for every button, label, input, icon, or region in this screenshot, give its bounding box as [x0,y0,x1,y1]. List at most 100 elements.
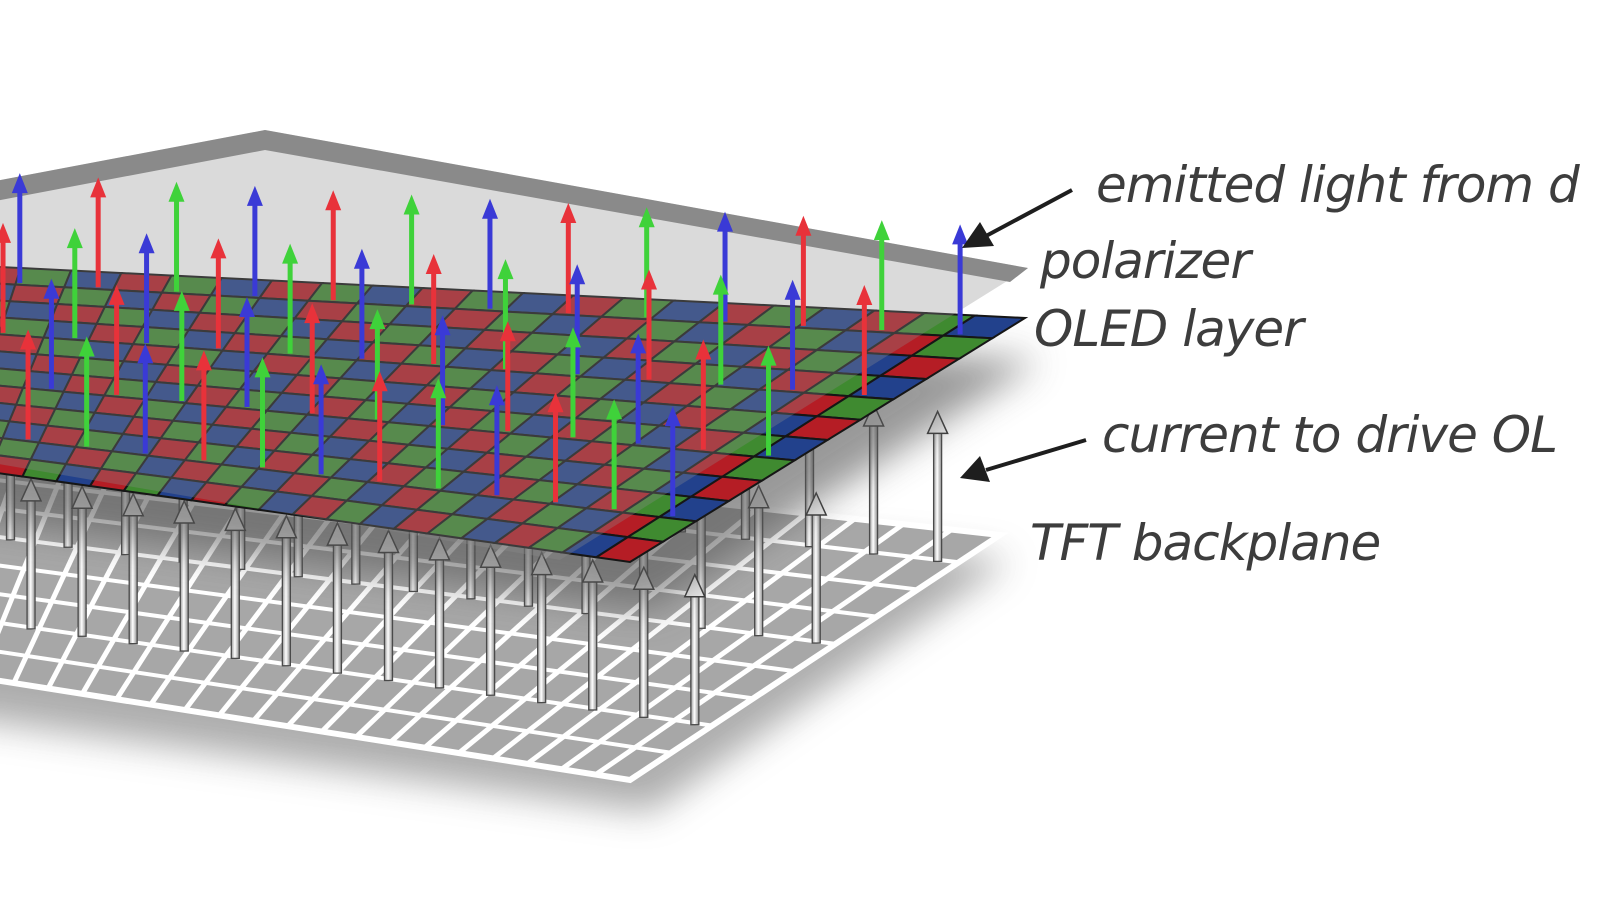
light-arrow [371,371,388,482]
light-arrow [873,220,890,331]
light-arrow-head [606,399,623,420]
light-arrow-head [173,290,190,311]
light-arrow-head [369,309,386,330]
light-arrow [569,264,586,375]
backplane-grid-line [560,522,905,772]
light-arrow [403,194,420,305]
light-arrow-head [353,248,370,269]
light-arrow-head [313,364,330,385]
light-arrow-head [239,297,255,317]
light-arrow-head [717,211,733,232]
light-arrow-head [66,228,83,249]
emitted-light-pointer [985,188,1073,238]
light-arrow [547,392,564,503]
light-arrow-head [664,406,681,427]
light-arrow [488,385,505,496]
light-arrow-head [547,392,564,413]
label-oled-layer: OLED layer [1034,300,1307,358]
backplane-grid-line [0,649,672,755]
light-arrow-head [20,329,37,350]
light-arrow-head [856,285,873,305]
light-arrow [784,279,801,390]
light-arrow [434,315,451,426]
light-arrow-head [695,339,712,360]
light-arrow [138,233,155,344]
light-arrow-head [784,279,801,300]
current-pointer-head [960,456,990,482]
light-arrow-head [43,278,60,299]
light-arrow [43,278,60,389]
current-arrow [683,572,706,726]
light-arrow [695,339,712,450]
light-arrow [90,177,107,288]
light-arrow [0,222,11,333]
light-arrow [482,198,498,309]
label-tft-backplane: TFT backplane [1030,514,1380,572]
light-arrow [137,343,154,454]
light-arrow-head [90,177,107,198]
light-arrow [717,211,733,322]
light-arrow-head [952,224,969,245]
light-arrow [313,364,330,475]
light-arrow [560,203,577,314]
current-arrow-shaft [811,508,821,644]
light-arrow [430,378,447,489]
light-arrow-head [246,185,263,206]
light-arrow-head [430,378,447,399]
light-arrow-head [0,222,11,243]
light-arrow-head [403,194,420,215]
light-arrow-head [325,190,342,211]
light-arrow-head [425,254,442,274]
light-arrow-head [195,350,212,371]
light-arrow [630,333,647,444]
light-arrow [66,228,83,339]
light-arrow-head [565,327,581,348]
light-arrow-head [137,343,154,364]
label-current: current to drive OL [1102,406,1557,464]
current-pointer [985,438,1087,472]
light-arrow-head [499,321,516,342]
light-arrow-head [11,173,28,194]
light-arrow-head [108,284,125,305]
backplane-grid-line [0,620,713,728]
emitted-light-arrows [0,173,969,517]
light-arrow [246,185,263,296]
light-arrow-head [497,259,514,280]
light-arrow-head [371,371,388,392]
light-arrow [282,243,299,354]
light-arrow [173,290,190,401]
current-arrow-shaft [932,426,943,563]
light-arrow [641,269,657,380]
light-arrow [195,350,212,461]
light-arrow [353,248,370,359]
light-arrow-head [569,264,586,285]
light-arrow-head [210,238,227,259]
light-arrow-head [282,243,299,264]
light-arrow-head [138,233,155,254]
light-arrow-head [641,269,657,290]
light-arrow [952,224,969,335]
light-arrow [712,274,729,385]
light-arrow-head [488,385,505,406]
light-arrow [325,190,342,301]
label-emitted-light: emitted light from d [1096,156,1580,214]
light-arrow-head [760,345,777,366]
current-arrow-shaft [690,590,700,726]
light-arrow-head [304,303,321,324]
light-arrow [856,285,873,395]
label-polarizer: polarizer [1039,232,1254,290]
light-arrow [11,173,28,284]
light-arrow [499,321,516,432]
light-arrow [425,254,442,364]
light-arrow [20,329,37,440]
light-arrow-head [168,181,185,202]
layer-labels: emitted light from d polarizer OLED laye… [1030,156,1581,572]
light-arrow [606,399,623,510]
light-arrow [760,345,777,456]
light-arrow [239,297,255,408]
backplane-grid-line [0,592,754,701]
light-arrow [254,357,271,468]
light-arrow [210,238,227,349]
light-arrow [795,215,812,326]
